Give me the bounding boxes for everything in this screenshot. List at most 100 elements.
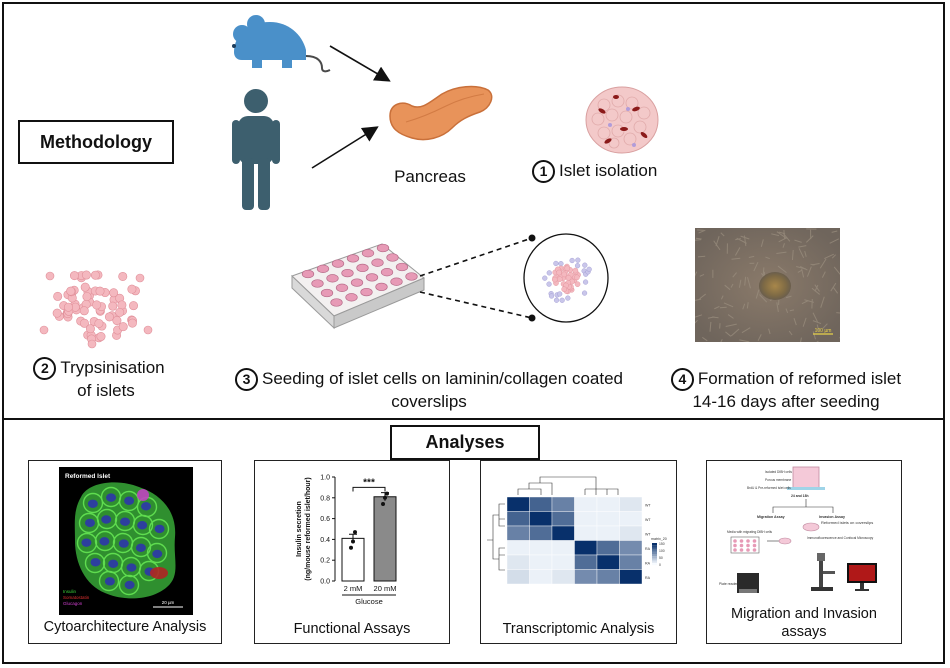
cell-dot bbox=[39, 325, 49, 335]
cell-dot bbox=[135, 273, 145, 283]
heatmap-legend-swatch bbox=[652, 560, 657, 563]
well bbox=[386, 253, 399, 262]
heatmap-cell bbox=[551, 496, 575, 512]
plate-reader-icon bbox=[737, 573, 759, 593]
cell-dot bbox=[63, 302, 73, 312]
heatmap-cell bbox=[619, 569, 643, 585]
microscope-icon bbox=[811, 553, 835, 591]
cell-dot bbox=[53, 291, 63, 301]
heatmap-row-label: WT bbox=[645, 532, 651, 536]
well bbox=[376, 243, 390, 253]
heatmap-cell bbox=[574, 554, 598, 570]
y-tick-label: 0.6 bbox=[320, 516, 330, 523]
well bbox=[331, 259, 345, 268]
heatmap-legend-swatch bbox=[652, 547, 657, 550]
mig-text-0: Isolated DIBH cells bbox=[765, 470, 792, 474]
well bbox=[326, 274, 339, 283]
transwell-insert-icon bbox=[792, 466, 820, 490]
cell-dot bbox=[90, 270, 100, 280]
islet-icon bbox=[585, 86, 659, 154]
panel-label-migration: Migration and Invasion assays bbox=[731, 606, 877, 640]
well bbox=[746, 539, 750, 543]
well bbox=[360, 287, 373, 297]
cell-dot bbox=[69, 271, 79, 281]
confocal-image: Reformed Islet Insulin Somatostatin Gluc… bbox=[59, 467, 193, 615]
heatmap-cell bbox=[619, 496, 643, 512]
heatmap-cell bbox=[596, 554, 620, 570]
well bbox=[733, 543, 737, 548]
well bbox=[752, 539, 757, 543]
cell-dot bbox=[112, 316, 122, 326]
mig-text-6: Reformed islets on coverslips bbox=[821, 520, 873, 525]
well-plate-small-icon bbox=[730, 536, 760, 554]
heatmap-cell bbox=[529, 569, 553, 585]
heatmap-legend-tick: 150 bbox=[659, 542, 665, 546]
step3-line1: Seeding of islet cells on laminin/collag… bbox=[261, 369, 623, 388]
well bbox=[311, 279, 324, 288]
heatmap-legend-title: matrix_20 bbox=[651, 537, 667, 541]
mig-text-2: BrdU & Pre-reformed islet cells bbox=[747, 486, 791, 490]
heatmap-row-label: WT bbox=[645, 518, 651, 522]
heatmap-cell bbox=[529, 554, 553, 570]
heatmap-cell bbox=[506, 569, 530, 585]
heatmap-cell bbox=[596, 569, 620, 585]
mouse-icon bbox=[232, 15, 331, 73]
heatmap-cell bbox=[551, 525, 575, 541]
cell-dot bbox=[118, 322, 128, 332]
well bbox=[733, 548, 737, 552]
mig-text-7: Media with migrating DIBH cells bbox=[727, 530, 772, 534]
data-point bbox=[351, 539, 355, 544]
cell-dot bbox=[52, 308, 62, 318]
well bbox=[346, 254, 360, 263]
well bbox=[739, 548, 744, 552]
step4-line1: Formation of reformed islet bbox=[697, 369, 902, 388]
data-point bbox=[385, 491, 389, 496]
section-divider bbox=[2, 418, 945, 420]
heatmap-cell bbox=[506, 540, 530, 556]
cell-dot bbox=[95, 286, 105, 296]
row-dendrogram bbox=[487, 503, 505, 571]
heatmap-cell bbox=[619, 554, 643, 570]
mig-text-5: Invasion Assay bbox=[819, 515, 845, 519]
well bbox=[739, 543, 744, 548]
cell-dot bbox=[94, 318, 104, 328]
step2-line2: of islets bbox=[77, 381, 135, 401]
well bbox=[335, 283, 349, 292]
well bbox=[361, 249, 375, 258]
panel-label-transcriptomic: Transcriptomic Analysis bbox=[502, 621, 655, 637]
heatmap-legend-swatch bbox=[652, 549, 657, 552]
significance-bracket bbox=[352, 486, 386, 492]
well bbox=[375, 282, 388, 292]
heatmap-cell bbox=[529, 511, 553, 527]
y-tick-label: 0.2 bbox=[320, 558, 330, 565]
well bbox=[395, 262, 409, 272]
heatmap-legend-swatch bbox=[652, 545, 657, 548]
legend-somatostatin: Somatostatin bbox=[63, 595, 90, 600]
y-tick-label: 1.0 bbox=[320, 475, 330, 482]
heatmap-legend-swatch bbox=[652, 556, 657, 559]
heatmap-row-label: WT bbox=[645, 503, 651, 507]
cell-dot bbox=[79, 318, 89, 328]
heatmap-row-label: RA bbox=[645, 547, 651, 551]
heatmap-cell bbox=[596, 496, 620, 512]
data-point bbox=[381, 502, 385, 507]
heatmap-cell bbox=[551, 554, 575, 570]
heatmap-legend-tick: 0 bbox=[659, 563, 661, 567]
cell-dot bbox=[79, 306, 89, 316]
arrow-from-mouse bbox=[329, 45, 391, 82]
well-plate-icon bbox=[291, 243, 425, 330]
significance-stars: *** bbox=[363, 477, 375, 488]
cell-dot bbox=[66, 286, 76, 296]
cell-dot bbox=[80, 282, 90, 292]
reformed-islet-micrograph: 100 µm bbox=[695, 228, 840, 342]
cell-dot bbox=[127, 284, 137, 294]
heatmap-row-label: RA bbox=[645, 561, 651, 565]
heatmap-cell bbox=[529, 496, 553, 512]
heatmap-cell bbox=[574, 525, 598, 541]
bar bbox=[373, 496, 397, 582]
well bbox=[752, 548, 757, 552]
well bbox=[733, 539, 737, 543]
